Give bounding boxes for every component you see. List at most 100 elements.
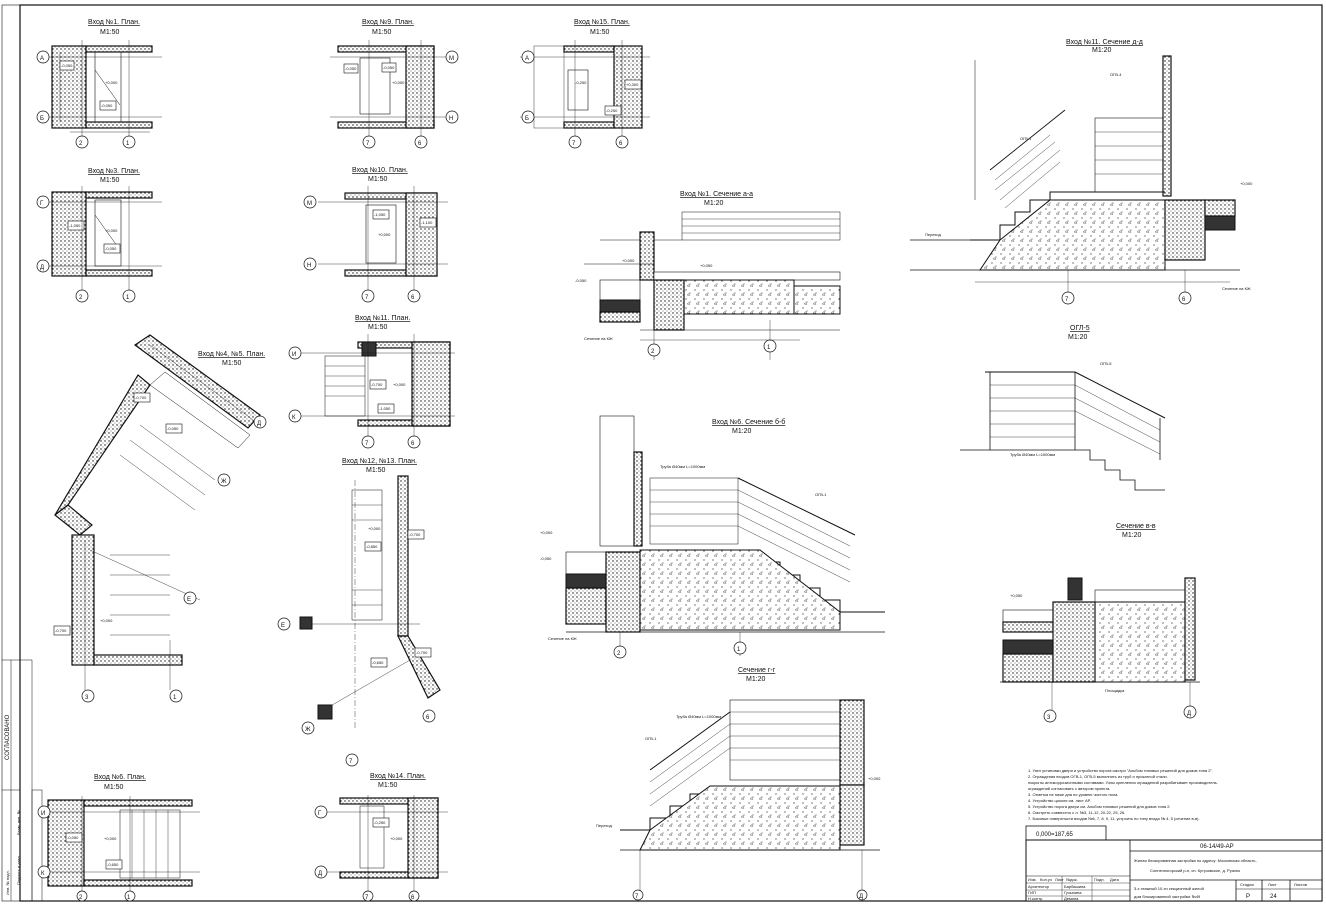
svg-text:Сечение на КЖ: Сечение на КЖ	[584, 336, 613, 341]
svg-text:1: 1	[737, 647, 741, 653]
svg-text:7: 7	[635, 894, 639, 900]
svg-text:6. Смотреть совместно с л. №3,: 6. Смотреть совместно с л. №3, 11-12, 20…	[1028, 810, 1125, 815]
svg-text:-0,700: -0,700	[135, 395, 147, 400]
section-a-a: Вход №1. Сечение а-а М1:20 Сечение на КЖ…	[575, 191, 841, 360]
svg-text:Вход №6. Сечение б-б: Вход №6. Сечение б-б	[712, 418, 785, 426]
svg-text:Н.контр.: Н.контр.	[1028, 896, 1043, 901]
section-b-b: Вход №6. Сечение б-б М1:20 Сечение на КЖ…	[540, 415, 885, 659]
svg-text:2: 2	[79, 141, 83, 147]
svg-text:-0,050: -0,050	[345, 66, 357, 71]
svg-text:Переход: Переход	[925, 232, 942, 237]
svg-text:Труба Ø40мм L=1000мм: Труба Ø40мм L=1000мм	[676, 714, 721, 719]
svg-text:Н: Н	[449, 116, 453, 122]
svg-text:5. Устройство порога двери см.: 5. Устройство порога двери см. Альбом ти…	[1028, 804, 1171, 809]
svg-text:2: 2	[651, 349, 655, 355]
svg-text:+0,000: +0,000	[378, 232, 391, 237]
svg-text:-0,050: -0,050	[105, 246, 117, 251]
svg-text:1: 1	[767, 345, 771, 351]
svg-text:Подп.: Подп.	[1094, 877, 1105, 882]
svg-text:-0,250: -0,250	[606, 108, 618, 113]
inv-label: Инв. № подл.	[5, 870, 10, 895]
svg-text:-1,050: -1,050	[379, 406, 391, 411]
svg-text:Д: Д	[318, 871, 322, 877]
svg-text:2: 2	[617, 651, 621, 657]
svg-text:Переход: Переход	[596, 823, 613, 828]
svg-text:Вход №9. План.: Вход №9. План.	[362, 19, 414, 26]
svg-text:7: 7	[365, 295, 369, 301]
svg-text:М1:20: М1:20	[1068, 334, 1088, 341]
svg-text:7: 7	[365, 895, 369, 901]
svg-text:Б: Б	[525, 116, 529, 122]
plan-entry-3: Вход №3. План. М1:50 -1,050 +0,000 -0,05…	[36, 168, 162, 303]
svg-text:+0,000: +0,000	[104, 836, 117, 841]
svg-text:-0,250: -0,250	[575, 80, 587, 85]
svg-text:+0,000: +0,000	[390, 836, 403, 841]
svg-text:7: 7	[366, 141, 370, 147]
svg-text:ГИП: ГИП	[1028, 890, 1036, 895]
svg-text:Вход №6. План.: Вход №6. План.	[94, 774, 146, 781]
svg-text:Вход №3. План.: Вход №3. План.	[88, 168, 140, 175]
svg-text:ОГЛ-5: ОГЛ-5	[1070, 325, 1090, 332]
section-g-g: Сечение г-г М1:20 ОГВ-1 Труба Ø40мм L=10…	[596, 667, 881, 901]
svg-text:Архитектор: Архитектор	[1028, 884, 1050, 889]
svg-text:Стадия: Стадия	[1240, 882, 1254, 887]
svg-text:М1:20: М1:20	[704, 200, 724, 207]
svg-text:+0,300: +0,300	[626, 82, 639, 87]
svg-text:2: 2	[79, 895, 83, 901]
svg-text:6: 6	[1182, 297, 1186, 303]
svg-text:Вход №4, №5. План.: Вход №4, №5. План.	[198, 351, 265, 358]
svg-text:К: К	[292, 415, 296, 421]
plan-mark: +0,000	[105, 80, 118, 85]
plan-mark: -0,050	[101, 103, 113, 108]
svg-text:ограждений согласовать с автор: ограждений согласовать с автором проекта…	[1028, 786, 1110, 791]
svg-text:7: 7	[572, 141, 576, 147]
svg-text:ОГВ-1: ОГВ-1	[1020, 136, 1032, 141]
svg-text:М: М	[307, 201, 312, 207]
svg-text:Н: Н	[307, 263, 311, 269]
svg-text:7. Боковые поверхности входов: 7. Боковые поверхности входов №6, 7, 8, …	[1028, 816, 1200, 821]
section-v-v: Сечение в-в М1:20 Площадка +0,050 3 Д	[1000, 523, 1200, 723]
plan-entry-9: Вход №9. План. М1:50 -0,050 +0,000 -0,05…	[330, 19, 459, 149]
plan-entry-15: Вход №15. План. М1:50 +0,300 -0,250 -0,2…	[520, 19, 650, 149]
general-notes: 1. Узел установки двери и устройство пор…	[1028, 768, 1218, 821]
svg-text:М1:20: М1:20	[1122, 532, 1142, 539]
svg-text:6: 6	[411, 295, 415, 301]
plan-mark: -0,050	[61, 63, 73, 68]
svg-text:Дата: Дата	[1110, 877, 1120, 882]
svg-text:М1:20: М1:20	[1092, 47, 1112, 54]
svg-text:Сечение г-г: Сечение г-г	[738, 667, 776, 674]
svg-text:+0,000: +0,000	[393, 382, 406, 387]
section-d-d: Вход №11. Сечение д-д М1:20 Переход ОГВ-…	[910, 39, 1253, 305]
title-block: 06-14/49-АР Жилая блокированная застройк…	[1025, 839, 1323, 902]
stage-value: Р	[1246, 894, 1250, 900]
svg-text:Кол.уч: Кол.уч	[1040, 877, 1052, 882]
svg-text:-0,700: -0,700	[416, 650, 428, 655]
svg-text:М1:50: М1:50	[590, 29, 610, 36]
sign-label: Подпись и дата	[16, 855, 21, 885]
svg-text:-0,250: -0,250	[374, 820, 386, 825]
svg-text:2: 2	[79, 295, 83, 301]
axis-bubble	[36, 110, 50, 124]
svg-text:Вход №11. План.: Вход №11. План.	[355, 315, 410, 322]
svg-text:1: 1	[126, 141, 130, 147]
svg-text:-1,050: -1,050	[69, 223, 81, 228]
svg-text:М1:50: М1:50	[368, 324, 388, 331]
svg-text:№док.: №док.	[1066, 877, 1078, 882]
svg-text:покрыты антикоррозионными сост: покрыты антикоррозионными составами. Узл…	[1028, 780, 1218, 785]
svg-text:М1:50: М1:50	[104, 784, 124, 791]
svg-text:И: И	[41, 811, 45, 817]
svg-text:6: 6	[418, 141, 422, 147]
svg-text:Площадка: Площадка	[1105, 688, 1125, 693]
svg-text:Вход №11. Сечение д-д: Вход №11. Сечение д-д	[1066, 39, 1143, 46]
svg-text:6: 6	[426, 715, 430, 721]
plan-entry-10: Вход №10. План. М1:50 -1,050 +0,000 -1,1…	[303, 167, 448, 303]
svg-text:Труба Ø40мм L=1000мм: Труба Ø40мм L=1000мм	[1010, 452, 1055, 457]
svg-text:-0,700: -0,700	[409, 532, 421, 537]
svg-text:Д: Д	[257, 421, 261, 427]
svg-text:3-х этажный 10-ти секционный ж: 3-х этажный 10-ти секционный жилой	[1134, 886, 1204, 891]
svg-text:дом блокированной застройки №4: дом блокированной застройки №49	[1134, 894, 1201, 899]
svg-text:7: 7	[349, 759, 353, 765]
svg-text:Ж: Ж	[221, 479, 227, 485]
svg-text:Барбашина: Барбашина	[1064, 884, 1086, 889]
